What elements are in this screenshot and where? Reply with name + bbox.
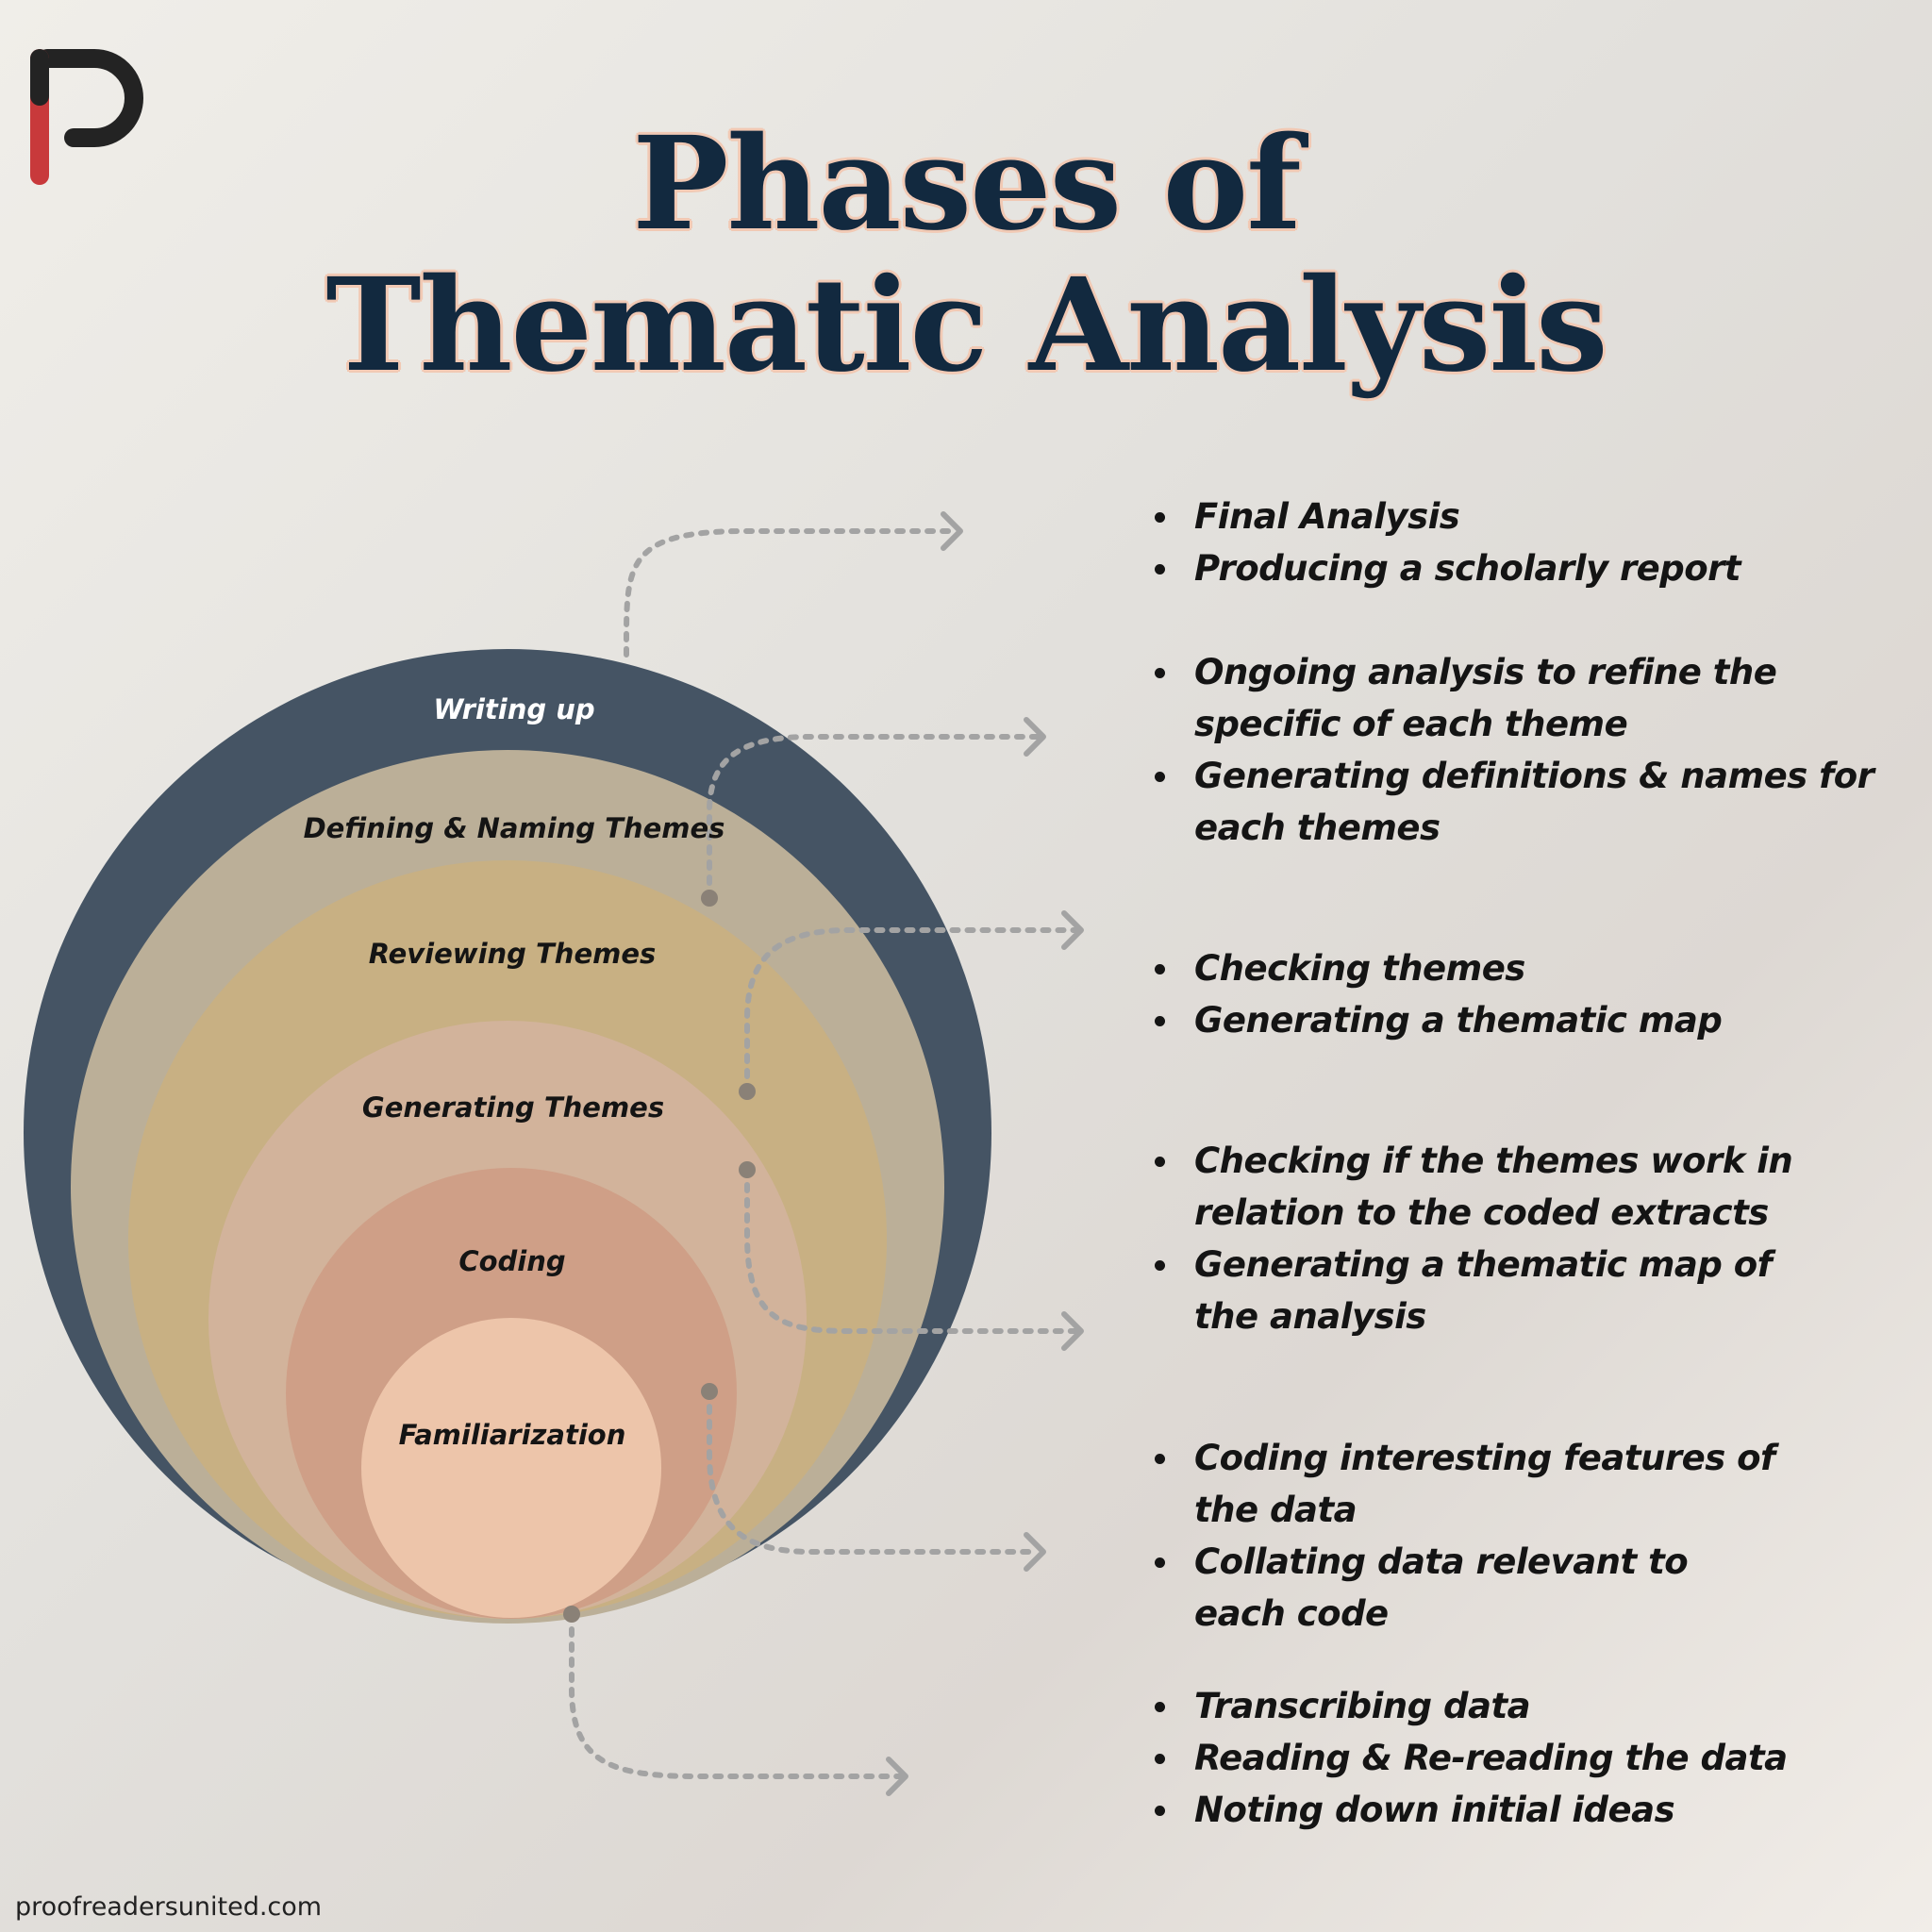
defining-naming-details: Ongoing analysis to refine the specific … — [1141, 646, 1892, 854]
connector-dot-coding — [701, 1383, 718, 1400]
arrowhead-coding — [1024, 1532, 1046, 1572]
brand-logo — [30, 49, 143, 185]
page-title-line-1: Phases of — [632, 108, 1302, 259]
connector-dot-reviewing — [739, 1083, 756, 1100]
connector-generating — [744, 1167, 1078, 1334]
bullet-item: Final Analysis — [1141, 491, 1740, 542]
footer-website: proofreadersunited.com — [15, 1892, 323, 1922]
arrowhead-defining — [1024, 717, 1046, 757]
bullet-item: Generating a thematic map — [1141, 994, 1723, 1046]
connector-dot-defining — [701, 890, 718, 907]
reviewing-themes-details: Checking themes Generating a thematic ma… — [1141, 942, 1723, 1046]
bullet-item: Transcribing data — [1141, 1680, 1788, 1732]
label-reviewing-themes: Reviewing Themes — [369, 938, 657, 970]
label-writing-up: Writing up — [433, 693, 594, 725]
connector-defining — [707, 734, 1041, 901]
bullet-item: Checking themes — [1141, 942, 1722, 994]
label-generating-themes: Generating Themes — [362, 1091, 664, 1124]
bullet-item: Generating a thematic map of the analysi… — [1141, 1239, 1845, 1342]
label-coding: Coding — [458, 1245, 565, 1277]
bullet-item: Noting down initial ideas — [1141, 1784, 1788, 1836]
label-familiarization: Familiarization — [399, 1419, 626, 1451]
bullet-item: Collating data relevant to each code — [1141, 1536, 1789, 1640]
connector-familiarization — [569, 1611, 904, 1779]
bullet-item: Coding interesting features of the data — [1141, 1432, 1845, 1536]
connector-coding — [707, 1389, 1041, 1555]
writing-up-details: Final Analysis Producing a scholarly rep… — [1141, 491, 1741, 594]
arrowhead-writing-up — [941, 511, 963, 551]
bullet-item: Ongoing analysis to refine the specific … — [1141, 646, 1779, 750]
label-defining-naming-themes: Defining & Naming Themes — [304, 812, 725, 844]
bullet-item: Producing a scholarly report — [1141, 542, 1741, 594]
arrowhead-reviewing — [1061, 910, 1084, 950]
coding-details: Coding interesting features of the data … — [1141, 1432, 1845, 1640]
arrowhead-generating — [1061, 1311, 1084, 1351]
nested-circles — [24, 649, 991, 1624]
bullet-item: Reading & Re-reading the data — [1141, 1732, 1788, 1784]
generating-themes-details: Checking if the themes work in relation … — [1141, 1135, 1845, 1342]
arrowhead-familiarization — [886, 1757, 908, 1796]
connector-dot-generating — [739, 1161, 756, 1178]
connector-writing-up — [623, 528, 956, 658]
connector-reviewing — [744, 927, 1078, 1094]
bullet-item: Checking if the themes work in relation … — [1141, 1135, 1845, 1239]
connector-dot-familiarization — [563, 1606, 580, 1623]
bullet-item: Generating definitions & names for each … — [1141, 750, 1892, 854]
page-title-line-2: Thematic Analysis — [325, 250, 1607, 401]
familiarization-details: Transcribing data Reading & Re-reading t… — [1141, 1680, 1788, 1836]
ring-familiarization — [361, 1318, 661, 1618]
